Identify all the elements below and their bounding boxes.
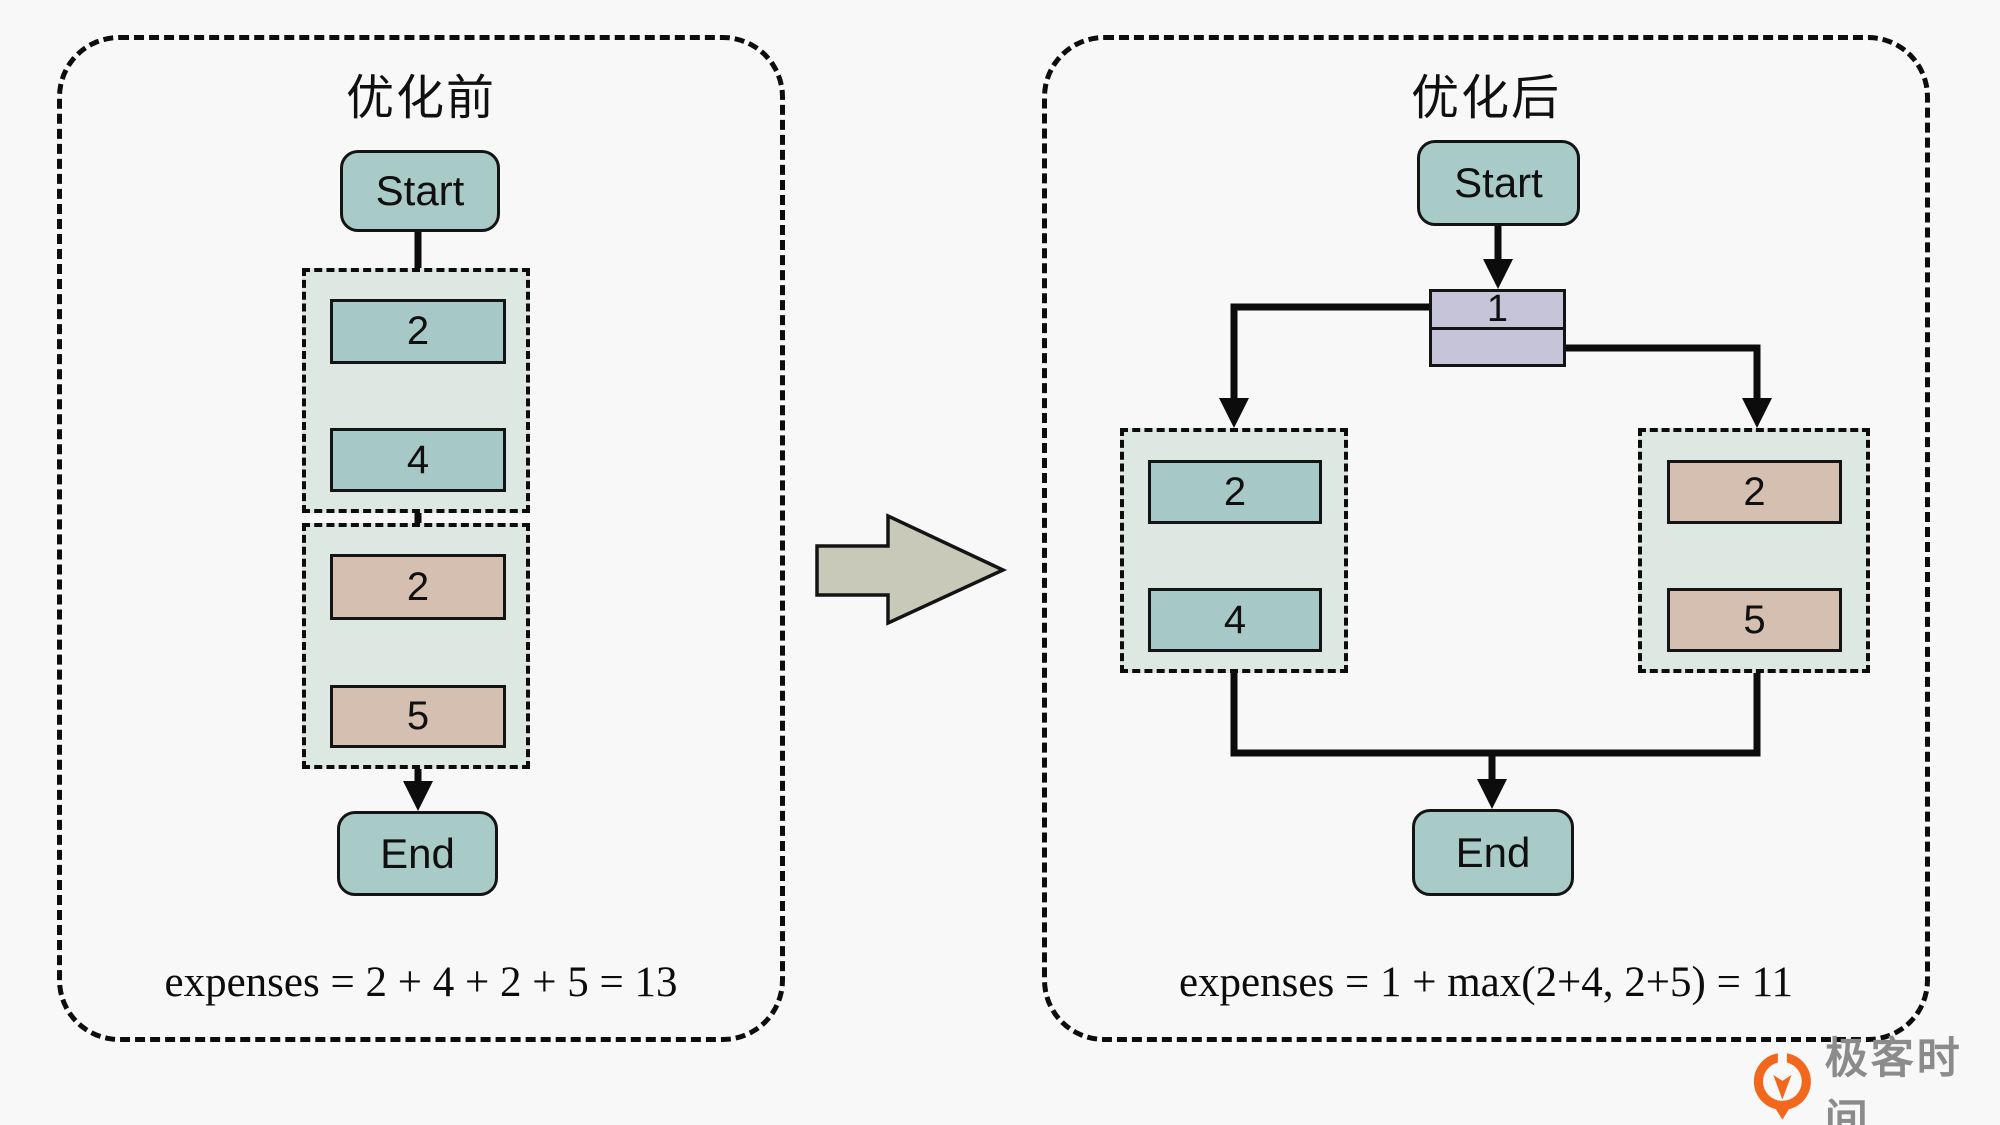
after-end-node: End <box>1412 809 1574 896</box>
after-right-node-2: 2 <box>1667 460 1842 524</box>
after-end-label: End <box>1455 828 1531 876</box>
after-start-label: Start <box>1454 159 1543 206</box>
before-node-2a-label: 2 <box>406 309 430 353</box>
after-start-node: Start <box>1417 140 1580 226</box>
after-panel-border <box>1042 35 1930 1042</box>
before-formula: expenses = 2 + 4 + 2 + 5 = 13 <box>164 959 678 1006</box>
after-right-node-5-label: 5 <box>1743 597 1766 642</box>
after-split-label: 1 <box>1486 288 1509 330</box>
brand-name: 极客时间 <box>1824 1035 1963 1125</box>
before-node-5-label: 5 <box>406 694 430 738</box>
after-left-node-2-label: 2 <box>1223 469 1247 514</box>
after-split-node: 1 <box>1429 288 1566 367</box>
transform-block-arrow <box>815 513 1008 626</box>
before-end-node: End <box>337 811 498 896</box>
after-right-node-2-label: 2 <box>1743 469 1766 514</box>
before-end-label: End <box>380 829 455 877</box>
before-node-4: 4 <box>330 428 506 492</box>
after-title: 优化后 <box>1410 72 1561 125</box>
after-left-node-2: 2 <box>1148 460 1322 524</box>
before-node-4-label: 4 <box>406 437 430 482</box>
before-title: 优化前 <box>345 72 496 125</box>
before-start-label: Start <box>375 167 465 214</box>
before-start-node: Start <box>340 150 500 232</box>
before-node-5: 5 <box>330 685 506 748</box>
before-panel-border <box>57 35 785 1042</box>
brand-logo: 极客时间 <box>1750 1035 2000 1125</box>
after-split-bottom-cell <box>1432 330 1563 364</box>
after-left-node-4: 4 <box>1148 588 1322 652</box>
before-node-2b: 2 <box>330 554 506 620</box>
before-node-2a: 2 <box>330 299 506 364</box>
before-node-2b-label: 2 <box>406 564 430 609</box>
after-formula: expenses = 1 + max(2+4, 2+5) = 11 <box>1178 959 1794 1006</box>
brand-icon <box>1753 1050 1811 1120</box>
after-split-top-cell: 1 <box>1432 288 1563 330</box>
after-left-node-4-label: 4 <box>1223 597 1247 642</box>
after-right-node-5: 5 <box>1667 588 1842 652</box>
